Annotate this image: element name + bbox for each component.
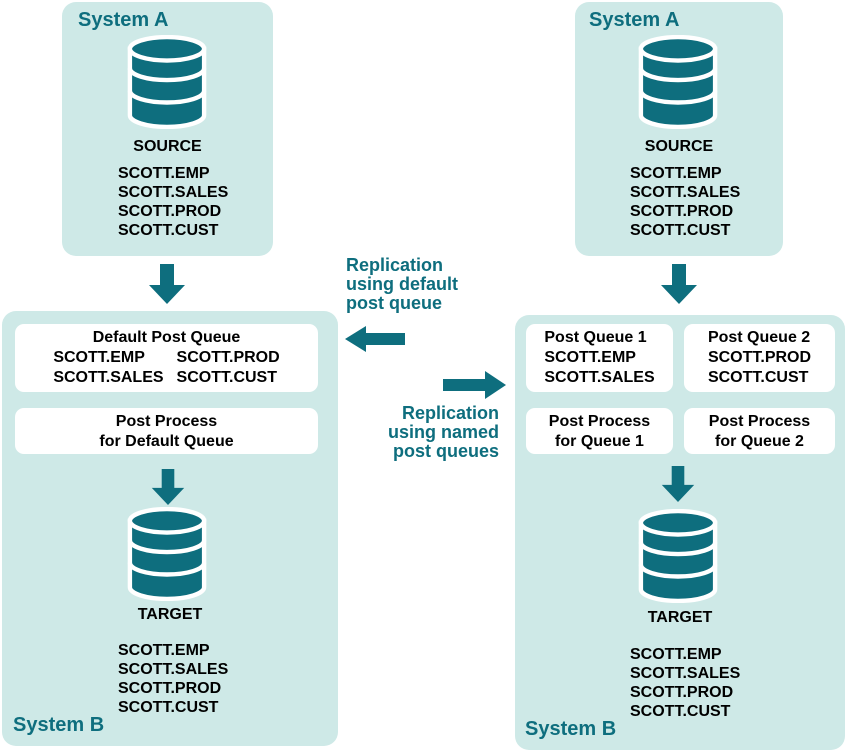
table-list: SCOTT.EMP SCOTT.SALES SCOTT.PROD SCOTT.C… xyxy=(630,645,740,721)
system-b-title: System B xyxy=(525,718,617,740)
queue-box-title: Post Queue 2 xyxy=(707,329,811,346)
table-item: SCOTT.SALES xyxy=(53,369,164,386)
process-line: Post Process xyxy=(115,413,218,430)
table-item: SCOTT.CUST xyxy=(118,699,219,716)
table-item: SCOTT.PROD xyxy=(630,684,734,701)
table-item: SCOTT.SALES xyxy=(544,369,655,386)
label-line: post queue xyxy=(346,293,443,313)
table-item: SCOTT.PROD xyxy=(707,349,812,366)
table-item: SCOTT.PROD xyxy=(118,203,222,220)
target-label: TARGET xyxy=(647,609,713,626)
table-list: SCOTT.EMP SCOTT.SALES SCOTT.PROD SCOTT.C… xyxy=(118,641,228,717)
table-item: SCOTT.CUST xyxy=(707,369,809,386)
panel-system-a-default: System A SOURCE SCOTT.EMP SCOTT.SALES SC… xyxy=(62,2,273,256)
table-item: SCOTT.CUST xyxy=(118,222,219,239)
left-arrow-icon xyxy=(345,326,405,352)
post-queue-1-box: Post Queue 1 SCOTT.EMP SCOTT.SALES xyxy=(526,324,673,392)
post-queue-2-box: Post Queue 2 SCOTT.PROD SCOTT.CUST xyxy=(684,324,835,392)
table-item: SCOTT.EMP xyxy=(118,642,210,659)
queue-box-title: Default Post Queue xyxy=(92,329,241,346)
label-line: Replication xyxy=(346,255,444,275)
table-item: SCOTT.EMP xyxy=(544,349,636,366)
table-item: SCOTT.EMP xyxy=(118,165,210,182)
process-line: for Queue 2 xyxy=(715,433,804,450)
panel-system-a-named: System A SOURCE SCOTT.EMP SCOTT.SALES SC… xyxy=(575,2,783,256)
process-line: Post Process xyxy=(548,413,651,430)
table-item: SCOTT.SALES xyxy=(118,661,229,678)
table-item: SCOTT.EMP xyxy=(630,646,722,663)
table-item: SCOTT.PROD xyxy=(630,203,734,220)
database-icon xyxy=(638,509,718,603)
queue-content: Post Queue 1 SCOTT.EMP SCOTT.SALES xyxy=(544,328,654,392)
table-item: SCOTT.CUST xyxy=(630,222,731,239)
label-line: using default xyxy=(346,274,458,294)
table-item: SCOTT.PROD xyxy=(176,349,280,366)
table-item: SCOTT.CUST xyxy=(176,369,277,386)
down-arrow-icon xyxy=(151,469,185,505)
queue-column: SCOTT.EMP SCOTT.SALES xyxy=(53,348,163,388)
post-process-1-box: Post Process for Queue 1 xyxy=(526,408,673,454)
system-a-title: System A xyxy=(589,9,680,31)
queue-column: SCOTT.PROD SCOTT.CUST xyxy=(177,348,280,388)
table-item: SCOTT.PROD xyxy=(118,680,222,697)
table-item: SCOTT.SALES xyxy=(630,665,741,682)
label-line: Replication xyxy=(401,403,499,423)
table-item: SCOTT.SALES xyxy=(630,184,741,201)
label-line: post queues xyxy=(392,441,499,461)
process-line: for Queue 1 xyxy=(555,433,644,450)
table-list: SCOTT.EMP SCOTT.SALES SCOTT.PROD SCOTT.C… xyxy=(118,164,228,240)
post-process-2-box: Post Process for Queue 2 xyxy=(684,408,835,454)
source-label: SOURCE xyxy=(133,138,202,155)
panel-system-b-default: Default Post Queue SCOTT.EMP SCOTT.SALES… xyxy=(2,311,338,746)
post-process-box: Post Process for Default Queue xyxy=(15,408,318,454)
table-item: SCOTT.EMP xyxy=(53,349,145,366)
queue-content: Post Queue 2 SCOTT.PROD SCOTT.CUST xyxy=(708,328,811,392)
system-b-title: System B xyxy=(13,714,105,736)
source-label: SOURCE xyxy=(644,138,714,155)
panel-system-b-named: Post Queue 1 SCOTT.EMP SCOTT.SALES Post … xyxy=(515,315,845,750)
table-list: SCOTT.EMP SCOTT.SALES SCOTT.PROD SCOTT.C… xyxy=(630,164,740,240)
replication-default-label: Replication using default post queue xyxy=(346,256,458,313)
database-icon xyxy=(127,35,207,129)
table-item: SCOTT.EMP xyxy=(630,165,722,182)
database-icon xyxy=(638,35,718,129)
down-arrow-icon xyxy=(149,264,185,304)
down-arrow-icon xyxy=(661,466,695,502)
default-post-queue-box: Default Post Queue SCOTT.EMP SCOTT.SALES… xyxy=(15,324,318,392)
database-icon xyxy=(127,507,207,601)
queue-box-title: Post Queue 1 xyxy=(544,329,647,346)
replication-named-label: Replication using named post queues xyxy=(340,404,499,461)
process-line: for Default Queue xyxy=(99,433,234,450)
down-arrow-icon xyxy=(661,264,697,304)
right-arrow-icon xyxy=(443,371,506,399)
system-a-title: System A xyxy=(78,9,169,31)
queue-table-columns: SCOTT.EMP SCOTT.SALES SCOTT.PROD SCOTT.C… xyxy=(15,348,318,388)
table-item: SCOTT.SALES xyxy=(118,184,229,201)
label-line: using named xyxy=(387,422,499,442)
process-line: Post Process xyxy=(708,413,811,430)
target-label: TARGET xyxy=(137,606,203,623)
table-item: SCOTT.CUST xyxy=(630,703,731,720)
